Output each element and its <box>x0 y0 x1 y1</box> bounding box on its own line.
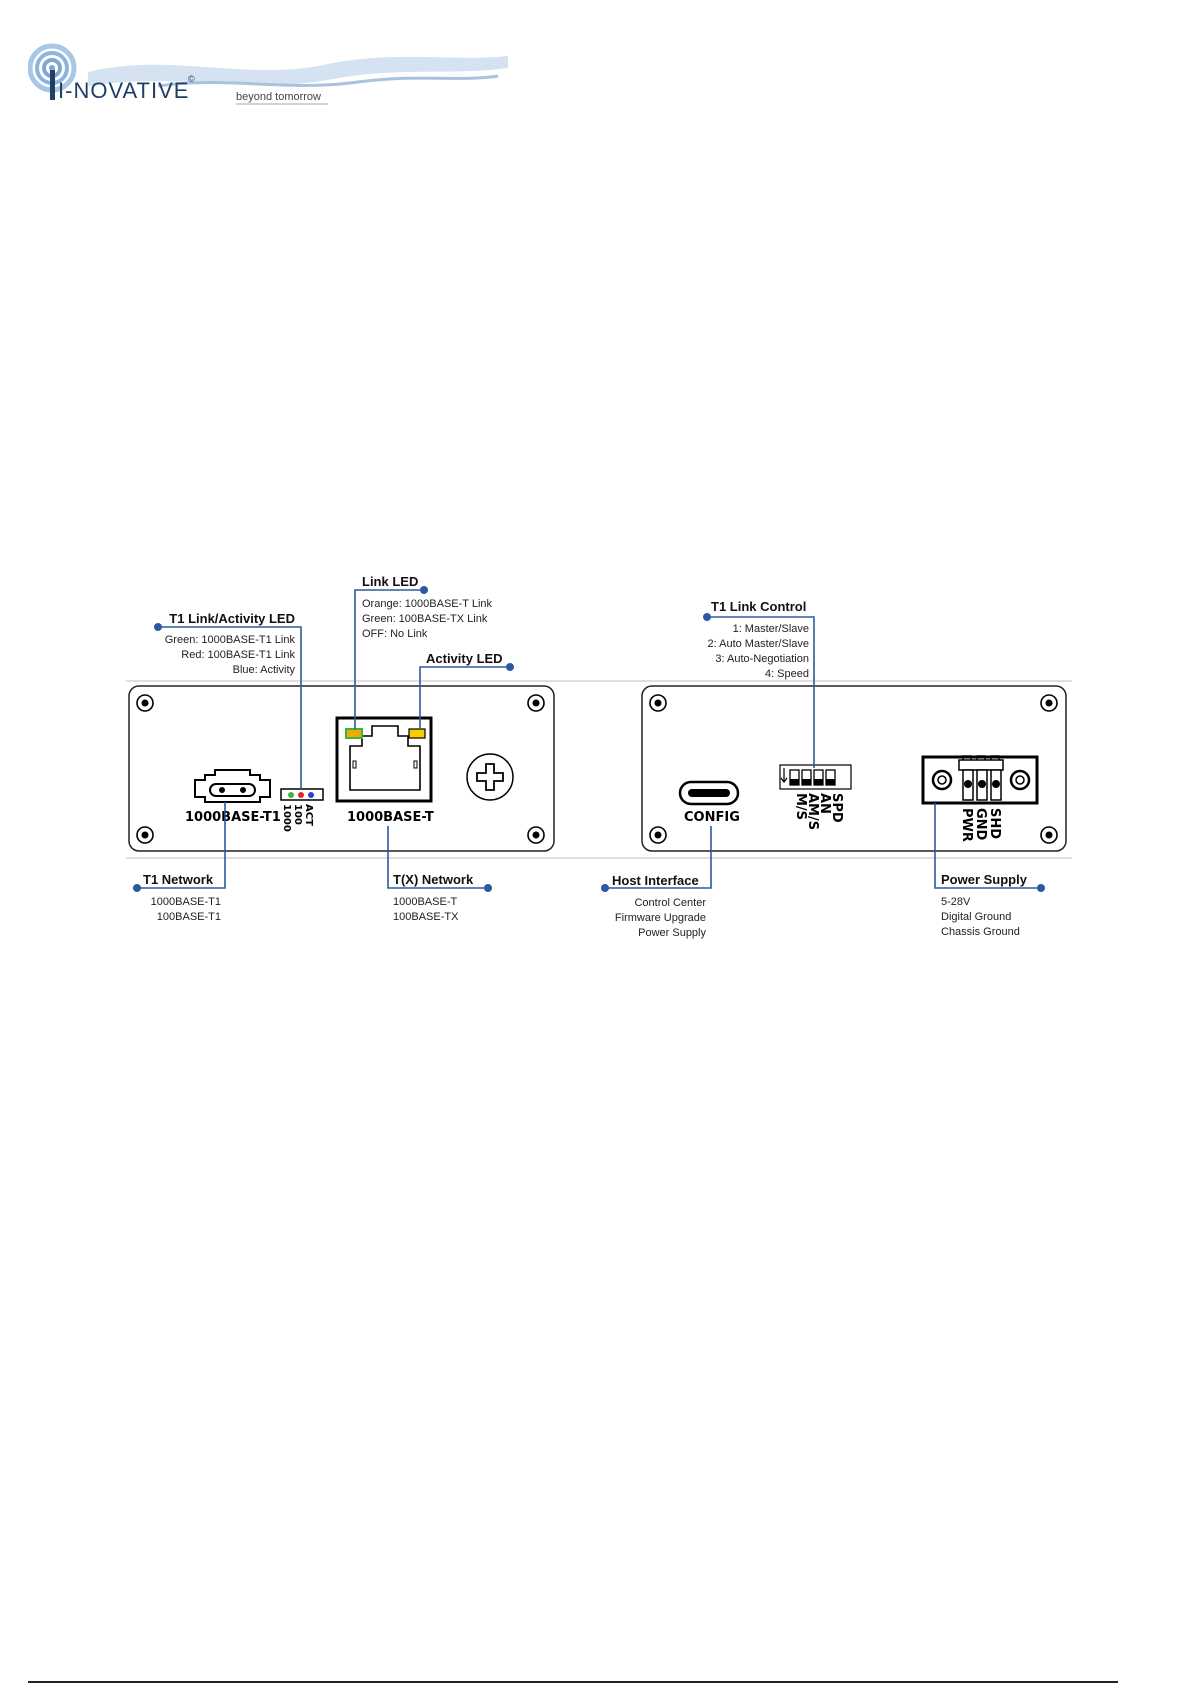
callout-title-power-supply: Power Supply <box>941 872 1028 887</box>
callout-title-link-led: Link LED <box>362 574 418 589</box>
callout-title-t1-network: T1 Network <box>143 872 214 887</box>
power-label-pwr: PWR <box>959 808 974 842</box>
power-label-shd: SHD <box>987 808 1002 839</box>
dot-t1-led <box>154 623 162 631</box>
callout-line: 100BASE-T1 <box>157 911 221 923</box>
callout-line: 3: Auto-Negotiation <box>715 653 809 665</box>
copyright-mark: © <box>188 74 195 84</box>
logo-wave-2 <box>157 74 499 88</box>
screw-icon <box>136 694 154 712</box>
callout-line: 1000BASE-T <box>393 896 457 908</box>
dot-t1-link-control <box>703 613 711 621</box>
led-green-icon <box>288 792 294 798</box>
leader-lines <box>133 586 1045 892</box>
callout-power-supply: Power Supply 5-28V Digital Ground Chassi… <box>941 872 1028 938</box>
led-red-icon <box>298 792 304 798</box>
tagline: beyond tomorrow <box>236 91 321 103</box>
dot-power-supply <box>1037 884 1045 892</box>
callout-t1-network: T1 Network 1000BASE-T1 100BASE-T1 <box>143 872 221 923</box>
callout-link-led: Link LED Orange: 1000BASE-T Link Green: … <box>362 574 493 640</box>
callout-line: Chassis Ground <box>941 926 1020 938</box>
led-label-act: ACT <box>303 804 314 826</box>
activity-led-icon <box>408 728 426 739</box>
usb-port-label: CONFIG <box>684 810 740 825</box>
callout-line: 100BASE-TX <box>393 911 459 923</box>
screw-icon <box>136 826 154 844</box>
screw-icon <box>527 826 545 844</box>
callout-line: 2: Auto Master/Slave <box>708 638 810 650</box>
dip-switch-block-icon <box>779 764 852 790</box>
callout-line: Digital Ground <box>941 911 1011 923</box>
callout-title-t1-led: T1 Link/Activity LED <box>169 611 295 626</box>
dot-host-interface <box>601 884 609 892</box>
ground-screw-icon <box>466 753 514 801</box>
page-bottom-rule <box>28 1681 1118 1683</box>
screw-icon <box>1040 694 1058 712</box>
callout-line: 1000BASE-T1 <box>151 896 221 908</box>
callout-title-host-interface: Host Interface <box>612 873 699 888</box>
callout-title-t1-link-control: T1 Link Control <box>711 599 806 614</box>
brand-name: I-NOVATIVE <box>58 78 189 103</box>
rj45-port-label: 1000BASE-T <box>347 810 434 825</box>
i-novative-logo: I-NOVATIVE © beyond tomorrow <box>28 43 508 105</box>
led-label-1000: 1000 <box>281 804 292 832</box>
leader-link-led <box>354 589 424 729</box>
dip-label-ams: AM/S <box>805 793 820 830</box>
callout-line: Blue: Activity <box>233 664 296 676</box>
callout-line: 5-28V <box>941 896 971 908</box>
leader-t1-link-control <box>707 616 815 768</box>
callout-activity-led: Activity LED <box>426 651 503 666</box>
dot-activity-led <box>506 663 514 671</box>
t1-connector-icon <box>194 769 271 803</box>
screw-icon <box>649 694 667 712</box>
usb-c-port-icon <box>678 780 740 806</box>
power-label-gnd: GND <box>973 808 988 841</box>
callout-title-activity-led: Activity LED <box>426 651 503 666</box>
callout-line: 1: Master/Slave <box>733 623 809 635</box>
dip-label-ms: M/S <box>793 793 808 820</box>
leader-power-supply <box>934 803 1041 889</box>
callout-line: Green: 1000BASE-T1 Link <box>165 634 296 646</box>
screw-icon <box>649 826 667 844</box>
callout-line: Red: 100BASE-T1 Link <box>181 649 295 661</box>
leader-t1-network <box>137 802 226 889</box>
callout-tx-network: T(X) Network 1000BASE-T 100BASE-TX <box>393 872 474 923</box>
rj45-port-icon <box>335 716 433 803</box>
t1-port-label: 1000BASE-T1 <box>185 810 281 825</box>
front-panel: 1000BASE-T1 1000 100 ACT 1000BASE-T <box>128 685 555 852</box>
t1-led-block: 1000 100 ACT <box>280 788 324 832</box>
logo-wave <box>88 56 508 86</box>
led-label-100: 100 <box>292 804 303 825</box>
callout-line: OFF: No Link <box>362 628 428 640</box>
led-blue-icon <box>308 792 314 798</box>
logo-stem <box>50 70 55 100</box>
leader-host-interface <box>605 826 712 889</box>
callout-line: 4: Speed <box>765 668 809 680</box>
leader-t1-led <box>158 626 302 789</box>
callout-host-interface: Host Interface Control Center Firmware U… <box>612 873 706 939</box>
leader-tx-network <box>387 826 488 889</box>
dot-tx-network <box>484 884 492 892</box>
callout-line: Power Supply <box>638 927 706 939</box>
power-terminal-icon <box>921 755 1039 805</box>
dip-label-an: AN <box>817 793 832 814</box>
screw-icon <box>1040 826 1058 844</box>
callout-line: Green: 100BASE-TX Link <box>362 613 488 625</box>
dip-label-spd: SPD <box>829 793 844 823</box>
callout-line: Orange: 1000BASE-T Link <box>362 598 493 610</box>
callout-title-tx-network: T(X) Network <box>393 872 474 887</box>
leader-activity-led <box>419 666 510 729</box>
callout-t1-link-control: T1 Link Control 1: Master/Slave 2: Auto … <box>708 599 810 680</box>
callout-line: Control Center <box>634 897 706 909</box>
link-led-icon <box>345 728 363 739</box>
rear-panel: CONFIG M/S AM/S AN SPD <box>641 685 1067 852</box>
dot-link-led <box>420 586 428 594</box>
callout-line: Firmware Upgrade <box>615 912 706 924</box>
screw-icon <box>527 694 545 712</box>
dot-t1-network <box>133 884 141 892</box>
callout-t1-led: T1 Link/Activity LED Green: 1000BASE-T1 … <box>165 611 296 676</box>
